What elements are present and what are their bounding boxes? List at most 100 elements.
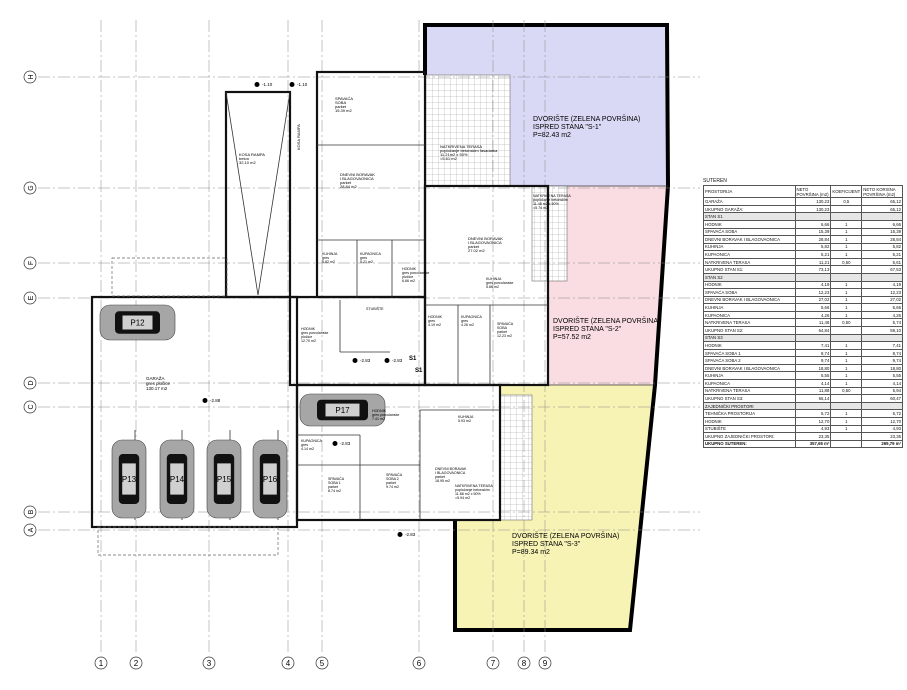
grid-bubble <box>486 656 500 670</box>
room-label-s3_terrace: popločanje betonskim <box>455 488 490 492</box>
cell-net-area: 64,84 <box>794 326 832 335</box>
grid-label: F <box>28 261 35 265</box>
level-label: -2.83 <box>392 358 403 363</box>
parking-label: P13 <box>122 475 137 484</box>
room-label-s2_terrace: popločanje betonskim <box>533 198 568 202</box>
cell-usable-area <box>861 333 903 343</box>
cell-usable-area: 27,02 <box>861 295 903 305</box>
header-net-area: NETO POVRŠINA (m2) <box>794 184 832 199</box>
room-label-sub: ISPRED STANA "S-2" <box>553 326 622 333</box>
cell-room: STAN S1 <box>703 212 796 221</box>
room-label-s2_hall: HODNIK <box>428 315 443 319</box>
cell-net-area: 28,84 <box>794 235 832 244</box>
cell-usable-area: 5,94 <box>861 386 903 396</box>
cell-usable-area: 5,55 <box>861 371 903 381</box>
level-marker-icon <box>384 358 390 363</box>
grid-bubble <box>517 656 531 670</box>
cell-usable-area: 23,35 <box>861 432 903 441</box>
cell-room: UKUPNO GARAŽA: <box>703 204 796 214</box>
cell-net-area: 7,41 <box>794 341 832 350</box>
cell-usable-area: 5,66 <box>861 303 903 312</box>
cell-net-area: 8,74 <box>794 348 832 358</box>
level-label: -2.88 <box>210 398 221 403</box>
grid-label: C <box>28 404 35 409</box>
cell-usable-area: 15,39 <box>861 227 903 237</box>
room-label-s2_bath: gres <box>461 319 468 323</box>
cell-room: TEHNIČKA PROSTORIJA <box>703 409 796 418</box>
cell-coefficient: 1 <box>830 303 863 312</box>
room-label-title: DVORIŠTE (ZELENA POVRŠINA) <box>533 114 640 123</box>
cell-usable-area: 28,84 <box>861 235 903 244</box>
table-row: ZAJEDNIČKI PROSTORI <box>703 401 903 411</box>
room-label-common_hall: pločice <box>301 335 312 339</box>
cell-usable-area: 9,74 <box>861 356 903 365</box>
grid-bubble <box>23 70 37 84</box>
level-marker-icon <box>254 82 260 87</box>
cell-coefficient: 1 <box>830 341 863 350</box>
yard-s3 <box>455 385 655 630</box>
cell-coefficient: 1 <box>830 363 863 373</box>
room-label-s3_bed1: parket <box>328 485 338 489</box>
room-labels: DVORIŠTE (ZELENA POVRŠINA)ISPRED STANA "… <box>146 82 660 556</box>
room-label-area: P=89.34 m2 <box>512 549 550 556</box>
cell-net-area: 12,70 <box>794 416 832 426</box>
area-table: SUTEREN PROSTORIJA NETO POVRŠINA (m2) KO… <box>703 178 903 449</box>
section-mark: S1 <box>415 368 423 374</box>
cell-room: KUPAONICA <box>703 250 796 259</box>
grid-bubble <box>23 291 37 305</box>
grid-bubble <box>94 656 108 670</box>
section-mark: S1 <box>409 356 417 362</box>
cell-coefficient <box>830 272 863 282</box>
cell-coefficient <box>830 401 863 411</box>
room-label-garage: GARAŽA <box>146 374 165 381</box>
cell-net-area: 130,23 <box>794 204 832 214</box>
cell-coefficient <box>830 439 863 449</box>
cell-usable-area: 60,47 <box>861 394 903 403</box>
room-label-s1_kitchen: KUHINJA <box>322 252 338 256</box>
cell-coefficient <box>830 212 863 221</box>
parking-label: P15 <box>217 475 232 484</box>
level-label: -2.83 <box>405 532 416 537</box>
table-row: STAN S3 <box>703 333 903 343</box>
yard-s2 <box>548 186 668 385</box>
room-label-s3_bed1: SPAVAĆA <box>328 476 345 481</box>
room-label-common_hall: HODNIK <box>301 327 316 331</box>
header-coefficient: KOEFICIJENT <box>830 184 863 199</box>
room-label-title: DVORIŠTE (ZELENA POVRŠINA) <box>553 316 660 325</box>
room-label-s2_terrace: =5.74 m2 <box>533 206 548 210</box>
cell-net-area <box>794 333 832 343</box>
cell-usable-area: 4,93 <box>861 424 903 434</box>
parking-label: P17 <box>335 406 350 415</box>
room-label-s1_bed: SOBA <box>335 100 346 105</box>
room-label-s3_living: I BLAGOVAONICA <box>435 471 466 475</box>
room-label-s3_living: parket <box>435 475 445 479</box>
room-label-common_hall: 12.70 m2 <box>301 339 316 343</box>
room-label-garage: 130.17 m2 <box>146 386 168 391</box>
cell-room: UKUPNO STAN S2: <box>703 326 796 335</box>
cell-usable-area: 18,80 <box>861 363 903 373</box>
room-label-s3_hall: HODNIK <box>372 409 387 413</box>
cell-usable-area: 12,70 <box>861 416 903 426</box>
header-usable-area: NETO KORISNA POVRŠINA (m2) <box>861 184 903 199</box>
cell-usable-area: 65,12 <box>861 197 903 206</box>
cell-coefficient: 0,50 <box>830 257 863 267</box>
room-label-s3_bath: gres <box>301 443 308 447</box>
room-label-s3_bed2: SPAVAĆA <box>386 472 403 477</box>
grid-label: 4 <box>286 659 291 668</box>
cell-coefficient: 1 <box>830 280 863 290</box>
cell-room: UKUPNO STAN S3: <box>703 394 796 403</box>
grid-bubble <box>23 376 37 390</box>
walls <box>90 70 550 529</box>
parking-label-bg <box>122 463 136 495</box>
grid-label: B <box>28 509 35 514</box>
cell-usable-area: 5,74 <box>861 318 903 327</box>
parking-label: P14 <box>170 475 185 484</box>
room-label-s2_kitchen: 5.66 m2 <box>486 285 499 289</box>
cell-usable-area: 269,79 m² <box>861 439 903 449</box>
